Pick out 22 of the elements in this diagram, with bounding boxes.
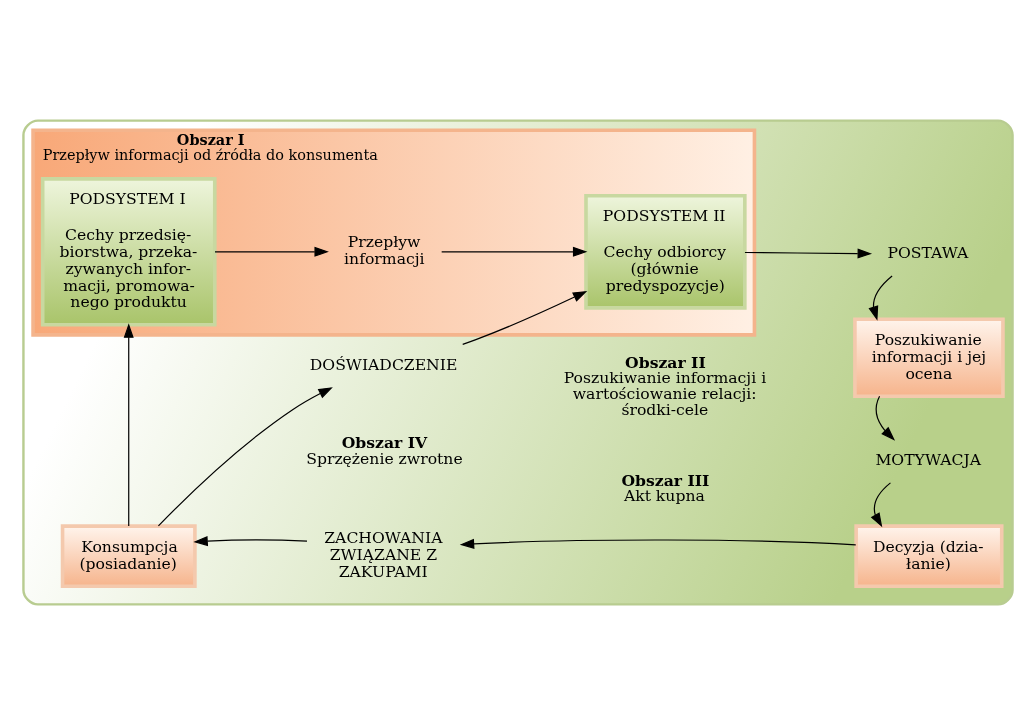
node-text: POSTAWA [886, 242, 968, 262]
node-box: Poszukiwanie informacji i jej ocena [852, 316, 1005, 398]
cluster [21, 118, 1014, 606]
arrow [192, 535, 308, 546]
arrow [459, 538, 856, 549]
node-text: ZACHOWANIA ZWIĄZANE Z ZAKUPAMI [323, 527, 442, 581]
node-box: PODSYSTEM II Cechy odbiorcy (głównie predyspozycje) [583, 193, 747, 310]
node-text: Przepływ informacji [343, 231, 425, 268]
arrow [461, 290, 587, 345]
arrow [743, 248, 872, 259]
arrow [440, 246, 587, 257]
node-box: PODSYSTEM I Cechy przedsię- biorstwa, przeka- zywanych infor- macji, promowa- nego produktu [40, 176, 217, 327]
arrow [123, 322, 134, 526]
node-text: DOŚWIADCZENIE [309, 354, 457, 374]
node-box: Konsumpcja (posiadanie) [60, 523, 197, 588]
arrow [870, 481, 891, 527]
arrow [875, 395, 895, 441]
node-text: MOTYWACJA [874, 449, 981, 469]
arrow [213, 246, 329, 257]
node-box: Decyzja (dzia- łanie) [853, 523, 1004, 588]
arrow [868, 274, 893, 321]
arrow [157, 386, 333, 526]
